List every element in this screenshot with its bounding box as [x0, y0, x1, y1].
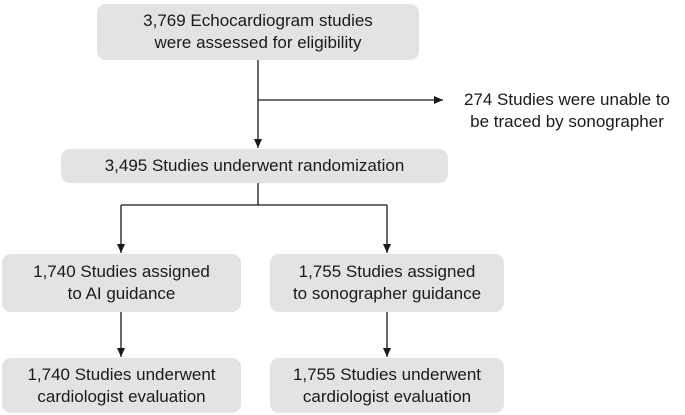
ai-assigned-line2: to AI guidance — [67, 284, 176, 303]
sono-assigned-line2: to sonographer guidance — [292, 284, 482, 303]
ai-assigned-line1: 1,740 Studies assigned — [33, 262, 210, 281]
ai-evaluated-line1: 1,740 Studies underwent — [27, 364, 216, 384]
excluded-note: 274 Studies were unable to be traced by … — [449, 89, 685, 133]
randomized-line1: 3,495 Studies underwent randomization — [104, 156, 405, 175]
sono-evaluated-box: 1,755 Studies underwent cardiologist eva… — [270, 358, 504, 413]
excluded-line1: 274 Studies were unable to — [463, 90, 671, 109]
excluded-line2: be traced by sonographer — [470, 112, 664, 131]
sono-assigned-box: 1,755 Studies assigned to sonographer gu… — [270, 254, 504, 312]
sono-evaluated-line1: 1,755 Studies underwent — [292, 364, 482, 384]
ai-evaluated-line2: cardiologist evaluation — [37, 386, 206, 406]
sono-assigned-line1: 1,755 Studies assigned — [298, 262, 476, 281]
randomized-box: 3,495 Studies underwent randomization — [61, 149, 448, 183]
assessed-box: 3,769 Echocardiogram studies were assess… — [97, 4, 419, 60]
ai-assigned-box: 1,740 Studies assigned to AI guidance — [2, 254, 241, 312]
assessed-line2: were assessed for eligibility — [154, 33, 362, 52]
sono-evaluated-line2: cardiologist evaluation — [302, 386, 472, 406]
ai-evaluated-box: 1,740 Studies underwent cardiologist eva… — [2, 358, 241, 413]
assessed-line1: 3,769 Echocardiogram studies — [143, 11, 373, 30]
